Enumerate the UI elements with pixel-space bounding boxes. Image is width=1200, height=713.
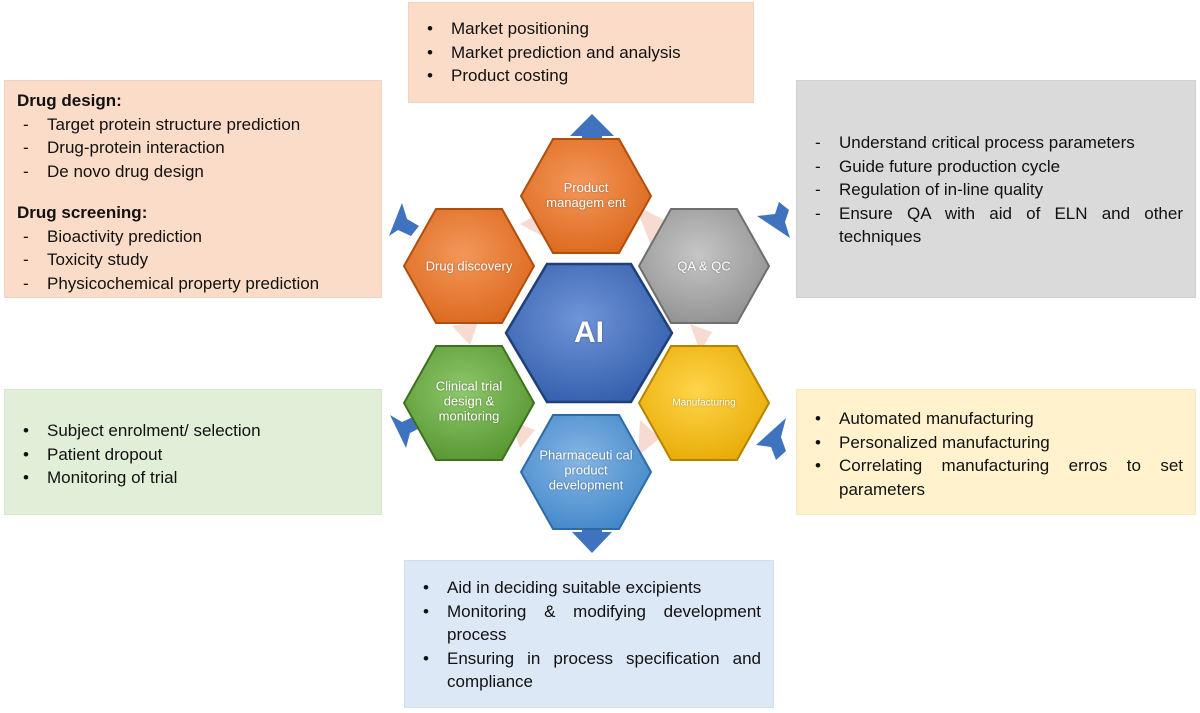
clinical-trial-box: Subject enrolment/ selection Patient dro… bbox=[4, 389, 382, 515]
manufacturing-box: Automated manufacturing Personalized man… bbox=[796, 389, 1196, 515]
qa-qc-hexagon bbox=[637, 208, 771, 324]
list-item: Market positioning bbox=[421, 17, 741, 41]
manufacturing-label: Manufacturing bbox=[672, 397, 736, 409]
arrow-lower-right-icon bbox=[756, 418, 786, 460]
connector-shape bbox=[690, 324, 712, 352]
manufacturing-hexagon bbox=[637, 345, 771, 461]
list-item: Patient dropout bbox=[17, 443, 369, 467]
product-management-box: Market positioning Market prediction and… bbox=[408, 2, 754, 103]
list-item: Correlating manufacturing erros to set p… bbox=[809, 454, 1183, 501]
list-item: Ensure QA with aid of ELN and other tech… bbox=[809, 202, 1183, 249]
connector-shape bbox=[638, 420, 660, 456]
list-item: Bioactivity prediction bbox=[17, 225, 369, 249]
list-item: Automated manufacturing bbox=[809, 407, 1183, 431]
ai-label: AI bbox=[574, 316, 604, 349]
product-management-hexagon bbox=[519, 138, 653, 254]
arrow-upper-right-icon bbox=[757, 202, 790, 238]
ai-center-hexagon bbox=[504, 262, 674, 404]
pharmaceutical-development-label: Pharmaceuti cal product development bbox=[539, 447, 633, 493]
list-item: Product costing bbox=[421, 64, 741, 88]
qa-qc-box: Understand critical process parameters G… bbox=[796, 80, 1196, 298]
pharmaceutical-development-box: Aid in deciding suitable excipients Moni… bbox=[404, 560, 774, 708]
list-item: Drug-protein interaction bbox=[17, 136, 369, 160]
list-item: Personalized manufacturing bbox=[809, 431, 1183, 455]
clinical-trial-hexagon bbox=[402, 345, 536, 461]
pharmaceutical-development-hexagon bbox=[519, 414, 653, 530]
list-item: Target protein structure prediction bbox=[17, 113, 369, 137]
list-item: Regulation of in-line quality bbox=[809, 178, 1183, 202]
drug-screening-heading: Drug screening: bbox=[17, 203, 148, 222]
arrow-up-icon bbox=[570, 114, 614, 141]
list-item: Guide future production cycle bbox=[809, 155, 1183, 179]
drug-discovery-label: Drug discovery bbox=[425, 258, 513, 274]
drug-discovery-box: Drug design: Target protein structure pr… bbox=[4, 80, 382, 298]
list-item: Aid in deciding suitable excipients bbox=[417, 576, 761, 600]
list-item: Physicochemical property prediction bbox=[17, 272, 369, 296]
list-item: Toxicity study bbox=[17, 248, 369, 272]
list-item: Understand critical process parameters bbox=[809, 131, 1183, 155]
connector-shape bbox=[452, 322, 478, 345]
arrow-lower-left-icon bbox=[390, 415, 422, 448]
list-item: Ensuring in process specification and co… bbox=[417, 647, 761, 694]
qa-qc-label: QA & QC bbox=[677, 258, 731, 274]
product-management-label: Product managem ent bbox=[546, 180, 626, 210]
list-item: Monitoring & modifying development proce… bbox=[417, 600, 761, 647]
list-item: Monitoring of trial bbox=[17, 466, 369, 490]
arrow-down-icon bbox=[572, 526, 612, 553]
list-item: Subject enrolment/ selection bbox=[17, 419, 369, 443]
connector-shape bbox=[635, 205, 668, 248]
list-item: De novo drug design bbox=[17, 160, 369, 184]
drug-design-heading: Drug design: bbox=[17, 91, 122, 110]
clinical-trial-label: Clinical trial design & monitoring bbox=[435, 378, 503, 424]
arrow-upper-left-icon bbox=[389, 203, 419, 236]
list-item: Market prediction and analysis bbox=[421, 41, 741, 65]
drug-discovery-hexagon bbox=[402, 208, 536, 324]
